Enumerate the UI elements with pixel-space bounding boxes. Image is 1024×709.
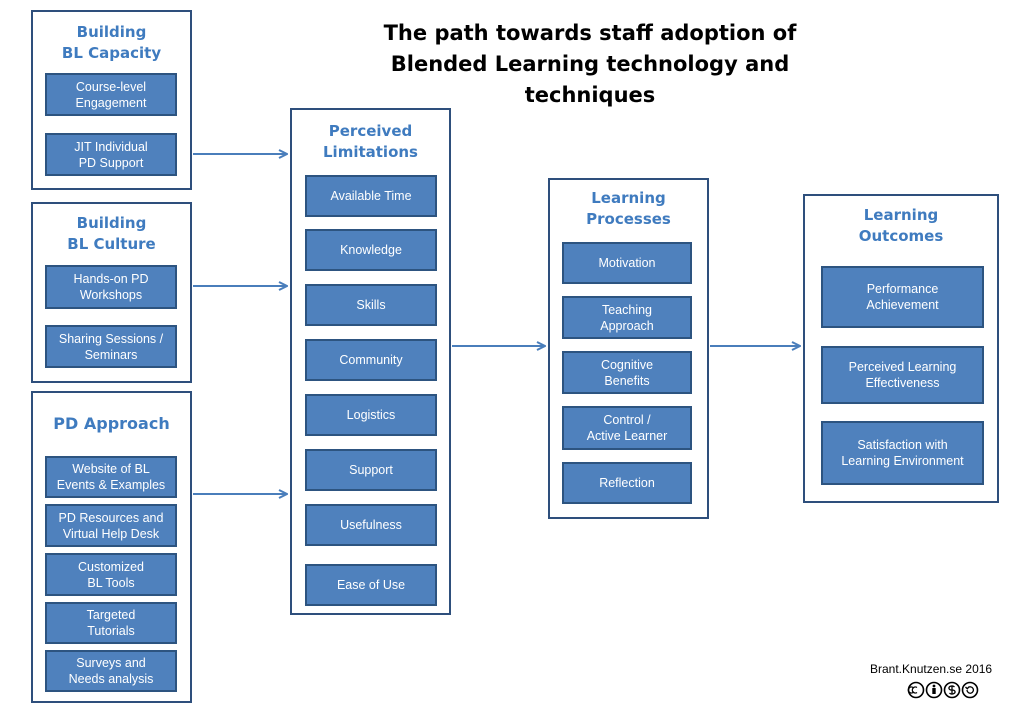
group-perceived-limitations: Perceived Limitations Available Time Kno… (290, 108, 451, 615)
box-text: Ease of Use (336, 578, 406, 592)
box-text-line-2: PD Support (78, 155, 144, 170)
group-pd-approach: PD Approach Website of BL Events & Examp… (31, 391, 192, 703)
group-title-line-1: Perceived (328, 122, 413, 140)
box-text: Knowledge (340, 243, 402, 257)
box-text-line-1: PD Resources and (58, 510, 164, 525)
box-available-time: Available Time (305, 175, 437, 217)
box-text-line-1: Surveys and (76, 656, 146, 670)
box-text: Community (339, 353, 403, 367)
box-jit-pd-support: JIT Individual PD Support (45, 133, 177, 176)
box-motivation: Motivation (562, 242, 692, 284)
box-text-line-1: Perceived Learning (848, 360, 957, 374)
box-text-line-2: Virtual Help Desk (62, 526, 160, 541)
box-usefulness: Usefulness (305, 504, 437, 546)
by-icon (925, 681, 943, 699)
box-performance-achievement: Performance Achievement (821, 266, 984, 328)
box-text-line-1: JIT Individual (74, 139, 148, 154)
box-text: Logistics (346, 408, 396, 422)
box-text-line-2: Events & Examples (56, 478, 166, 492)
box-text: Available Time (330, 189, 412, 203)
box-skills: Skills (305, 284, 437, 326)
box-reflection: Reflection (562, 462, 692, 504)
box-text-line-2: Active Learner (586, 429, 668, 443)
group-title: Building BL Culture (33, 213, 190, 255)
box-text-line-2: Needs analysis (68, 672, 154, 686)
box-teaching-approach: Teaching Approach (562, 296, 692, 339)
box-text-line-2: BL Tools (87, 575, 135, 590)
group-title-line-2: Outcomes (858, 227, 944, 245)
group-title-line-2: Processes (586, 210, 671, 228)
group-title-line-1: PD Approach (53, 414, 170, 433)
box-support: Support (305, 449, 437, 491)
box-text-line-1: Customized (78, 559, 144, 574)
box-text-line-1: Performance (866, 282, 939, 296)
box-text-line-2: Benefits (604, 373, 650, 388)
box-text-line-1: Reflection (599, 476, 655, 490)
group-title: PD Approach (33, 413, 190, 434)
box-text-line-1: Motivation (598, 256, 656, 270)
nc-icon (943, 681, 961, 699)
box-text: Skills (356, 298, 386, 312)
group-title: Building BL Capacity (33, 22, 190, 64)
box-control-active-learner: Control / Active Learner (562, 406, 692, 450)
diagram-title: The path towards staff adoption of Blend… (330, 18, 850, 111)
box-pd-resources-help-desk: PD Resources and Virtual Help Desk (45, 504, 177, 547)
group-building-capacity: Building BL Capacity Course-level Engage… (31, 10, 192, 190)
box-cognitive-benefits: Cognitive Benefits (562, 351, 692, 394)
sa-icon (961, 681, 979, 699)
credit-text: Brant.Knutzen.se 2016 (870, 662, 993, 676)
group-learning-outcomes: Learning Outcomes Performance Achievemen… (803, 194, 999, 503)
box-website-bl-events: Website of BL Events & Examples (45, 456, 177, 498)
group-title: Perceived Limitations (292, 121, 449, 163)
box-text: Usefulness (340, 518, 402, 532)
group-title-line-2: Limitations (323, 143, 418, 161)
box-text-line-1: Targeted (86, 608, 136, 622)
box-satisfaction-learning-environment: Satisfaction with Learning Environment (821, 421, 984, 485)
group-title: Learning Processes (550, 188, 707, 230)
box-course-level-engagement: Course-level Engagement (45, 73, 177, 116)
box-text-line-2: Workshops (79, 288, 143, 302)
box-surveys-needs-analysis: Surveys and Needs analysis (45, 650, 177, 692)
cc-license-icons (907, 681, 979, 699)
box-text-line-2: Approach (600, 318, 654, 333)
group-title-line-1: Building (76, 23, 147, 41)
box-text-line-1: Satisfaction with (857, 438, 948, 452)
box-text-line-1: Teaching (601, 302, 653, 317)
group-title-line-1: Building (76, 214, 147, 232)
box-text-line-2: Seminars (84, 347, 138, 362)
title-line-2: Blended Learning technology and techniqu… (390, 52, 790, 107)
group-title-line-2: BL Capacity (61, 44, 162, 62)
box-text-line-1: Sharing Sessions / (58, 331, 164, 346)
box-targeted-tutorials: Targeted Tutorials (45, 602, 177, 644)
box-ease-of-use: Ease of Use (305, 564, 437, 606)
box-sharing-sessions: Sharing Sessions / Seminars (45, 325, 177, 368)
box-text-line-2: Effectiveness (865, 376, 940, 390)
title-line-1: The path towards staff adoption of (383, 21, 797, 45)
box-text-line-1: Website of BL (72, 462, 150, 476)
group-building-culture: Building BL Culture Hands-on PD Workshop… (31, 202, 192, 383)
box-text-line-1: Hands-on PD (73, 272, 149, 286)
box-logistics: Logistics (305, 394, 437, 436)
box-text-line-2: Achievement (866, 298, 939, 312)
group-title-line-2: BL Culture (67, 235, 156, 253)
group-learning-processes: Learning Processes Motivation Teaching A… (548, 178, 709, 519)
box-community: Community (305, 339, 437, 381)
group-title-line-1: Learning (863, 206, 939, 224)
box-customized-bl-tools: Customized BL Tools (45, 553, 177, 596)
box-text-line-1: Course-level (75, 79, 147, 94)
box-text-line-1: Control / (603, 413, 651, 427)
box-text-line-2: Learning Environment (841, 454, 964, 468)
cc-icon (907, 681, 925, 699)
box-knowledge: Knowledge (305, 229, 437, 271)
group-title: Learning Outcomes (805, 205, 997, 247)
box-text-line-2: Engagement (75, 95, 147, 110)
box-text-line-1: Cognitive (600, 357, 654, 372)
group-title-line-1: Learning (591, 189, 666, 207)
box-text-line-2: Tutorials (87, 624, 135, 638)
box-hands-on-workshops: Hands-on PD Workshops (45, 265, 177, 309)
box-text: Support (349, 463, 393, 477)
box-perceived-learning-effectiveness: Perceived Learning Effectiveness (821, 346, 984, 404)
